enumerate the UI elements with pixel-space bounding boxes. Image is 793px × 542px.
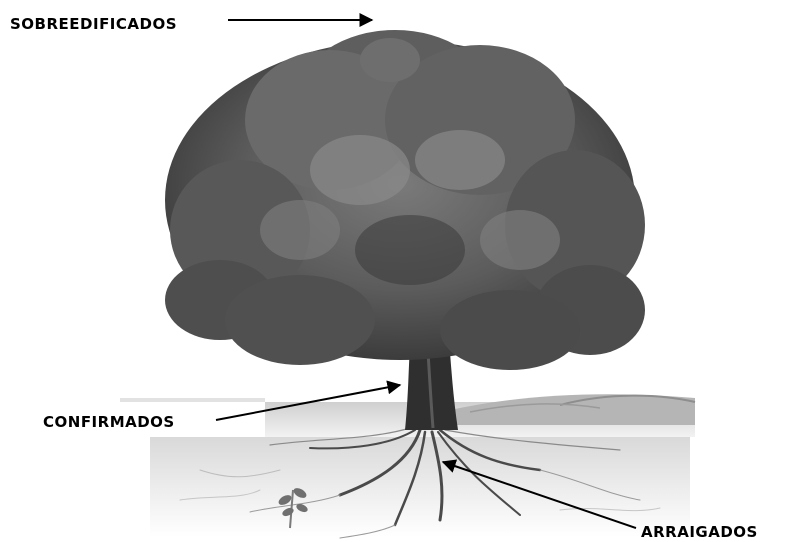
label-sobreedificados: SOBREEDIFICADOS: [10, 17, 177, 32]
foliage: [165, 30, 645, 370]
label-arraigados: ARRAIGADOS: [641, 525, 758, 540]
label-confirmados: CONFIRMADOS: [43, 415, 175, 430]
